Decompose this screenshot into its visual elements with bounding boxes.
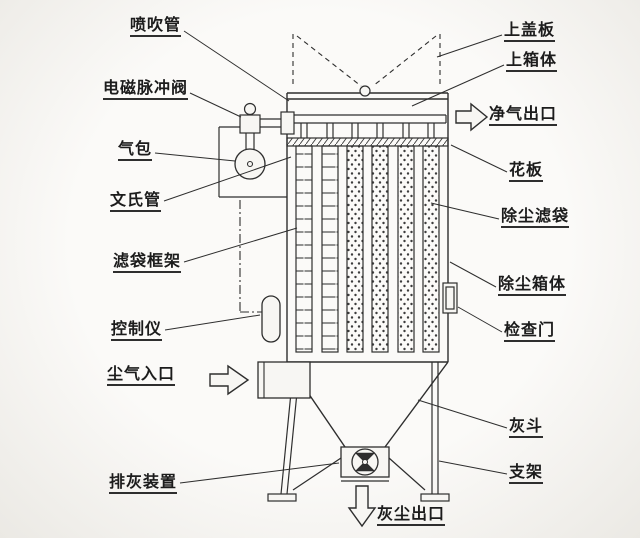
label-bag-cage: 滤袋框架 (113, 251, 182, 274)
blow-pipe (289, 114, 447, 138)
label-tube-sheet: 花板 (509, 160, 544, 183)
filter-bags (346, 145, 440, 353)
top-cover-dashed-outline (292, 34, 441, 88)
inlet-duct (257, 361, 311, 399)
clean-gas-outlet-arrow (455, 102, 489, 132)
label-dust-collector-box: 除尘箱体 (498, 274, 567, 297)
label-upper-box: 上箱体 (506, 50, 558, 73)
ash-hopper-shape (286, 361, 449, 448)
inspection-door-shape (442, 282, 458, 314)
label-support-frame: 支架 (509, 462, 544, 485)
flow-arrows (209, 102, 489, 528)
label-dust-filter-bag: 除尘滤袋 (501, 206, 570, 229)
support-legs (267, 361, 450, 502)
label-controller: 控制仪 (111, 319, 163, 342)
bag-cages (295, 145, 339, 353)
label-ash-hopper: 灰斗 (509, 416, 544, 439)
label-inspection-door: 检查门 (504, 320, 556, 343)
label-venturi: 文氏管 (110, 190, 162, 213)
air-bag-tank (234, 148, 266, 180)
lifting-lug (359, 85, 371, 97)
leader-lines (154, 30, 508, 484)
label-dust-outlet: 灰尘出口 (377, 504, 446, 527)
label-ash-discharge: 排灰装置 (109, 472, 178, 495)
dust-outlet-arrow (347, 485, 377, 528)
label-dust-gas-inlet: 尘气入口 (107, 364, 176, 387)
rotary-valve (340, 446, 390, 482)
control-line (239, 200, 262, 313)
controller-unit (261, 295, 281, 343)
tube-sheet (286, 137, 449, 147)
label-blow-pipe: 喷吹管 (130, 15, 182, 38)
label-top-cover-plate: 上盖板 (504, 20, 556, 43)
label-pulse-valve: 电磁脉冲阀 (103, 78, 189, 101)
dust-gas-inlet-arrow (209, 364, 250, 396)
pulse-valve-assembly (218, 102, 295, 198)
label-clean-gas-outlet: 净气出口 (489, 104, 558, 127)
label-air-bag: 气包 (118, 139, 153, 162)
